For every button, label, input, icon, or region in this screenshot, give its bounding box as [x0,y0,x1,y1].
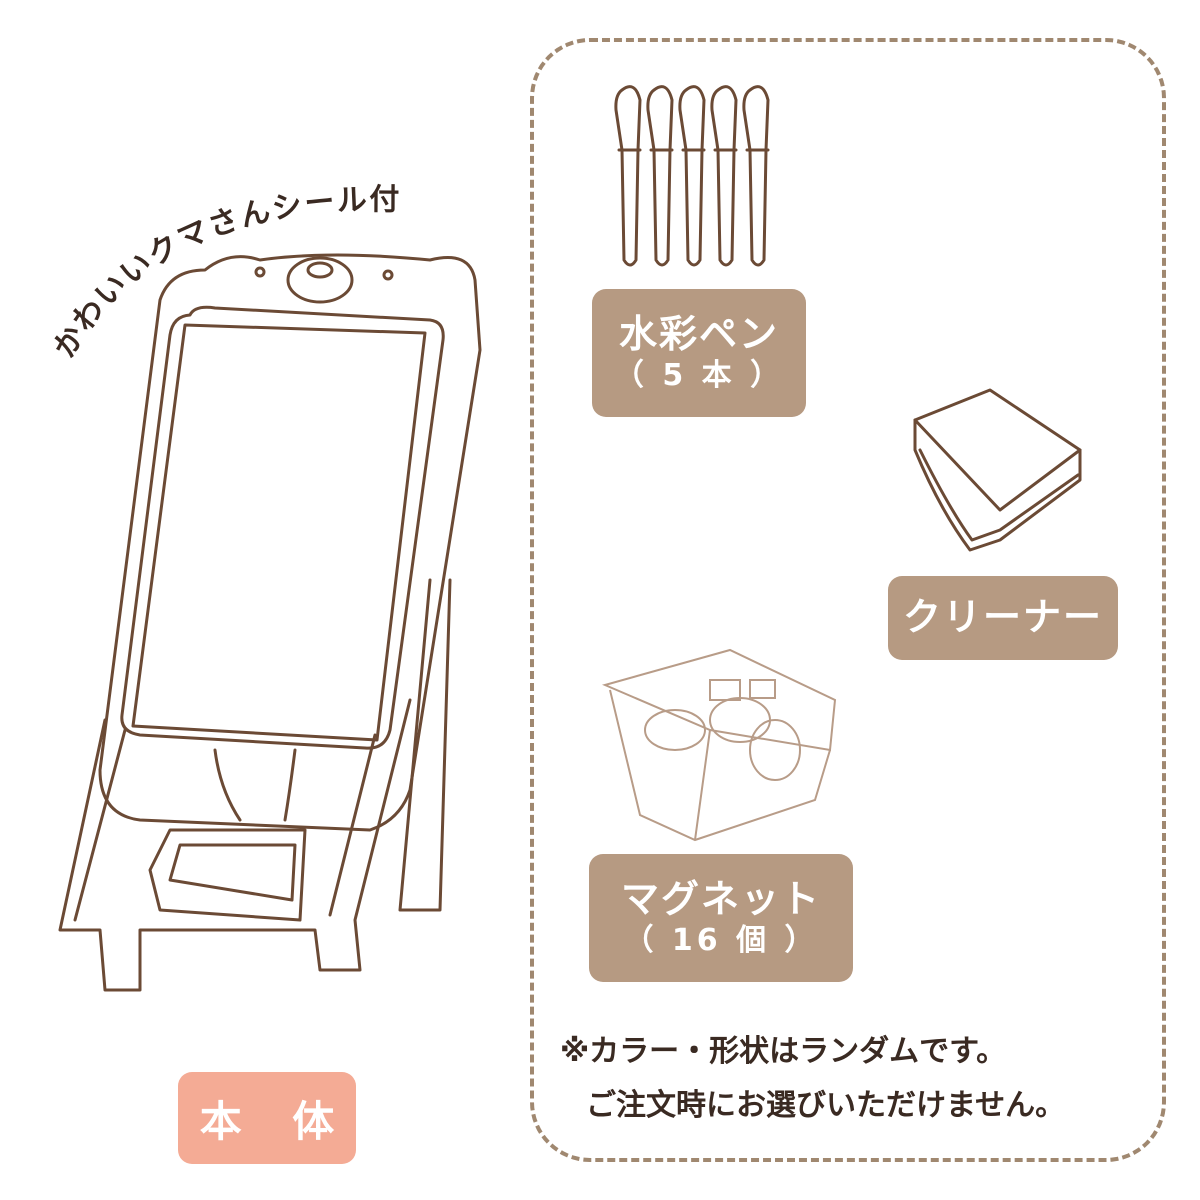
magnets-label-count: （ 16 個 ） [623,922,819,958]
note-no-selection: ご注文時にお選びいただけません。 [586,1088,1066,1123]
cleaner-illustration [913,388,1082,552]
magnets-label: マグネット （ 16 個 ） [589,854,853,982]
note-random: ※カラー・形状はランダムです。 [560,1034,1007,1069]
curved-caption: かわいいクマさんシール付き！ [0,0,399,364]
cleaner-label: クリーナー [888,576,1118,660]
magnets-illustration [601,648,837,842]
pens-illustration [614,85,770,267]
accessories-frame [530,38,1166,1162]
main-body-label: 本 体 [178,1072,356,1164]
magnets-label-title: マグネット [620,877,821,922]
pens-label: 水彩ペン （ 5 本 ） [592,289,806,417]
easel-illustration [58,253,482,992]
cleaner-label-title: クリーナー [902,595,1103,640]
pens-label-title: 水彩ペン [618,312,779,357]
pens-label-count: （ 5 本 ） [613,357,785,393]
